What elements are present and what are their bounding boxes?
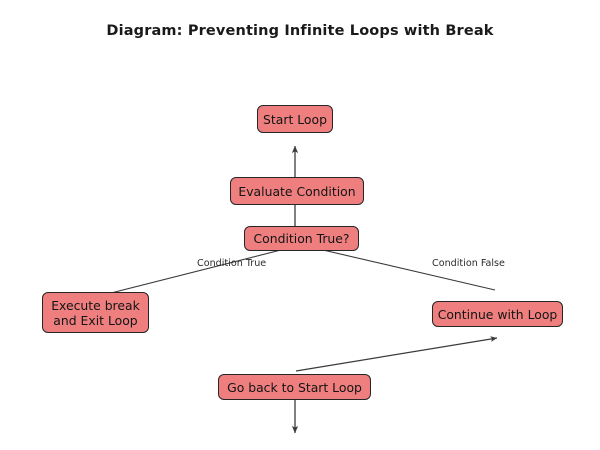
node-go-back-to-start-loop[interactable]: Go back to Start Loop (218, 374, 371, 400)
edge-goback-to-continue (295, 336, 498, 372)
node-evaluate-condition[interactable]: Evaluate Condition (230, 177, 364, 205)
node-start-loop[interactable]: Start Loop (257, 105, 333, 133)
node-condition-true[interactable]: Condition True? (244, 226, 359, 251)
node-execute-break-exit-loop[interactable]: Execute break and Exit Loop (42, 292, 149, 333)
page-title: Diagram: Preventing Infinite Loops with … (106, 23, 494, 39)
edge-label-condition-false: Condition False (432, 258, 505, 269)
edge-label-condition-true: Condition True (197, 258, 267, 269)
node-continue-with-loop[interactable]: Continue with Loop (432, 301, 563, 327)
